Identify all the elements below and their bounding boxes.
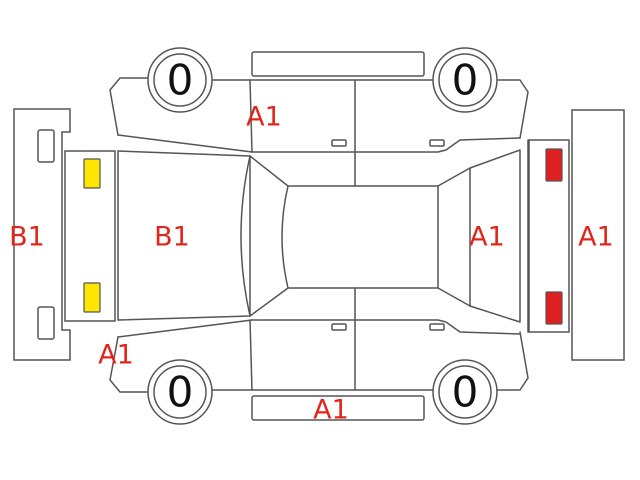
tire-front-right: 0 (147, 359, 213, 425)
trunk-lid (469, 139, 529, 333)
tread-depth-front-right: 0 (167, 368, 194, 417)
door-handle-right-rear (429, 323, 445, 331)
damage-code-front-bumper: B1 (9, 222, 45, 253)
headlamp-top (83, 158, 101, 189)
side-sill-top (251, 51, 425, 77)
tire-rear-left: 0 (432, 47, 498, 113)
side-sill-bottom (251, 395, 425, 421)
damage-code-rear-bumper: A1 (578, 222, 614, 253)
door-handle-right-front (331, 323, 347, 331)
headlamp-bottom (83, 282, 101, 313)
tread-depth-rear-left: 0 (452, 56, 479, 105)
front-fog-lamp-top (37, 129, 55, 163)
front-bumper (13, 108, 71, 361)
damage-code-trunk-lid: A1 (469, 222, 505, 253)
front-fog-lamp-bottom (37, 306, 55, 340)
tread-depth-rear-right: 0 (452, 368, 479, 417)
bottom-side-body (109, 319, 529, 421)
rear-face (528, 139, 570, 333)
tread-depth-front-left: 0 (167, 56, 194, 105)
tire-front-left: 0 (147, 47, 213, 113)
taillamp-top (545, 148, 563, 182)
damage-code-right-side-sill: A1 (313, 395, 349, 426)
door-handle-left-front (331, 139, 347, 147)
tire-rear-right: 0 (432, 359, 498, 425)
door-handle-left-rear (429, 139, 445, 147)
rear-bumper (571, 109, 625, 361)
damage-code-left-front-door: A1 (246, 102, 282, 133)
taillamp-bottom (545, 291, 563, 325)
cabin-roof (240, 151, 471, 321)
damage-code-hood: B1 (154, 222, 190, 253)
front-face (64, 150, 116, 322)
damage-code-front-right-fender: A1 (98, 340, 134, 371)
hood (117, 150, 251, 321)
